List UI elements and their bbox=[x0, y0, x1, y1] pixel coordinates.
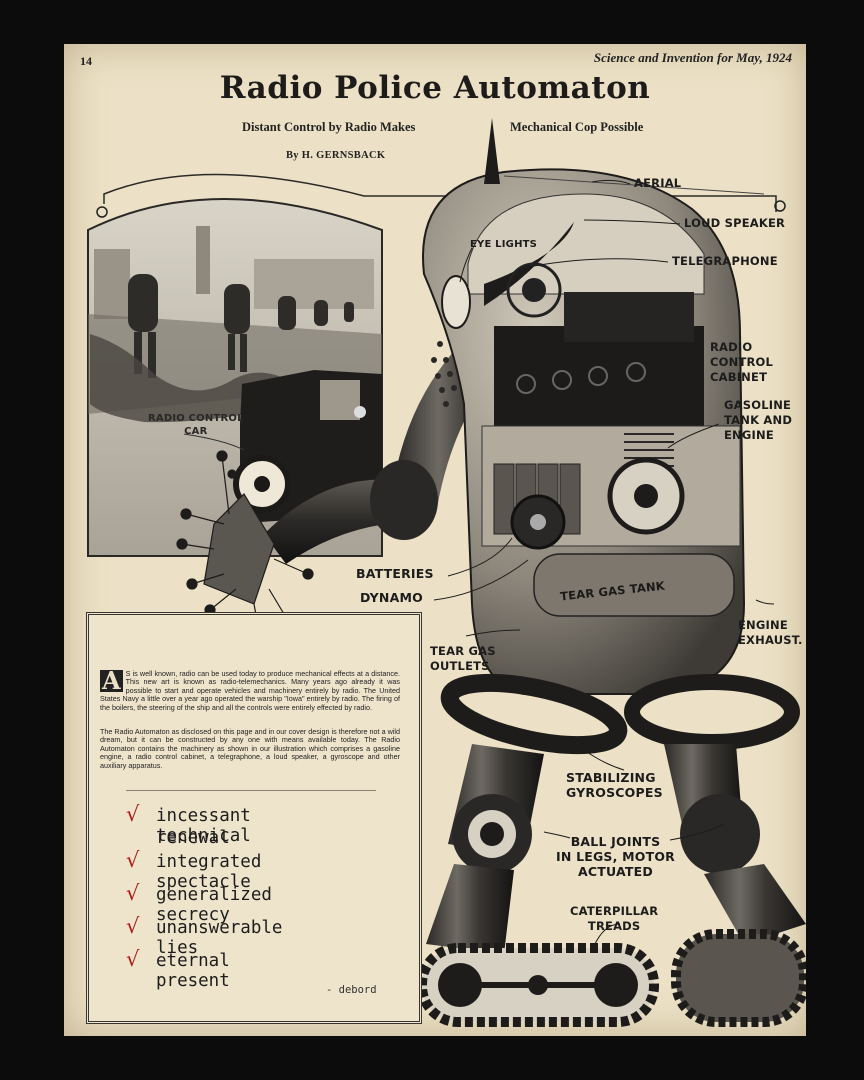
subtitle-left: Distant Control by Radio Makes bbox=[242, 120, 416, 134]
signature: - debord bbox=[326, 984, 377, 996]
label-stabilizing-gyroscopes: STABILIZING GYROSCOPES bbox=[566, 770, 663, 800]
check-mark-icon: √ bbox=[126, 914, 140, 938]
divider bbox=[126, 790, 376, 791]
label-aerial: AERIAL bbox=[634, 176, 682, 190]
label-telegraphone: TELEGRAPHONE bbox=[672, 254, 778, 268]
label-radio-control-cabinet: RADIO CONTROL CABINET bbox=[710, 340, 774, 384]
check-mark-icon: √ bbox=[126, 802, 140, 826]
article-paragraph-2: The Radio Automaton as disclosed on this… bbox=[100, 727, 400, 770]
page-number: 14 bbox=[80, 54, 92, 68]
street-scene-inset bbox=[87, 198, 383, 557]
issue-line: Science and Invention for May, 1924 bbox=[593, 50, 792, 65]
magazine-page: 14 Science and Invention for May, 1924 R… bbox=[64, 44, 806, 1036]
article-text-box bbox=[86, 612, 422, 1024]
label-caterpillar-treads: CATERPILLAR TREADS bbox=[570, 904, 659, 933]
label-loud-speaker: LOUD SPEAKER bbox=[684, 216, 786, 230]
label-eye-lights: EYE LIGHTS bbox=[470, 239, 538, 250]
check-mark-icon: √ bbox=[126, 881, 140, 905]
robot-body bbox=[417, 118, 806, 1027]
label-dynamo: DYNAMO bbox=[360, 590, 423, 605]
article-paragraph-1: A S is well known, radio can be used tod… bbox=[100, 666, 400, 712]
byline: By H. GERNSBACK bbox=[286, 150, 386, 161]
label-radio-control-car: RADIO CONTROL CAR bbox=[148, 413, 244, 437]
check-mark-icon: √ bbox=[126, 947, 140, 971]
subtitle-right: Mechanical Cop Possible bbox=[510, 120, 644, 134]
label-batteries: BATTERIES bbox=[356, 566, 434, 581]
label-ball-joints: BALL JOINTS IN LEGS, MOTOR ACTUATED bbox=[556, 834, 675, 879]
caterpillar-treads bbox=[417, 929, 806, 1027]
check-mark-icon: √ bbox=[126, 848, 140, 872]
label-engine-exhaust: ENGINE EXHAUST. bbox=[738, 618, 803, 647]
label-gasoline-tank: GASOLINE TANK AND ENGINE bbox=[724, 398, 793, 442]
drop-cap: A bbox=[100, 666, 123, 695]
label-tear-gas-outlets: TEAR GAS OUTLETS bbox=[430, 644, 496, 673]
article-title: Radio Police Automaton bbox=[219, 70, 651, 106]
automaton-illustration bbox=[87, 118, 806, 1027]
